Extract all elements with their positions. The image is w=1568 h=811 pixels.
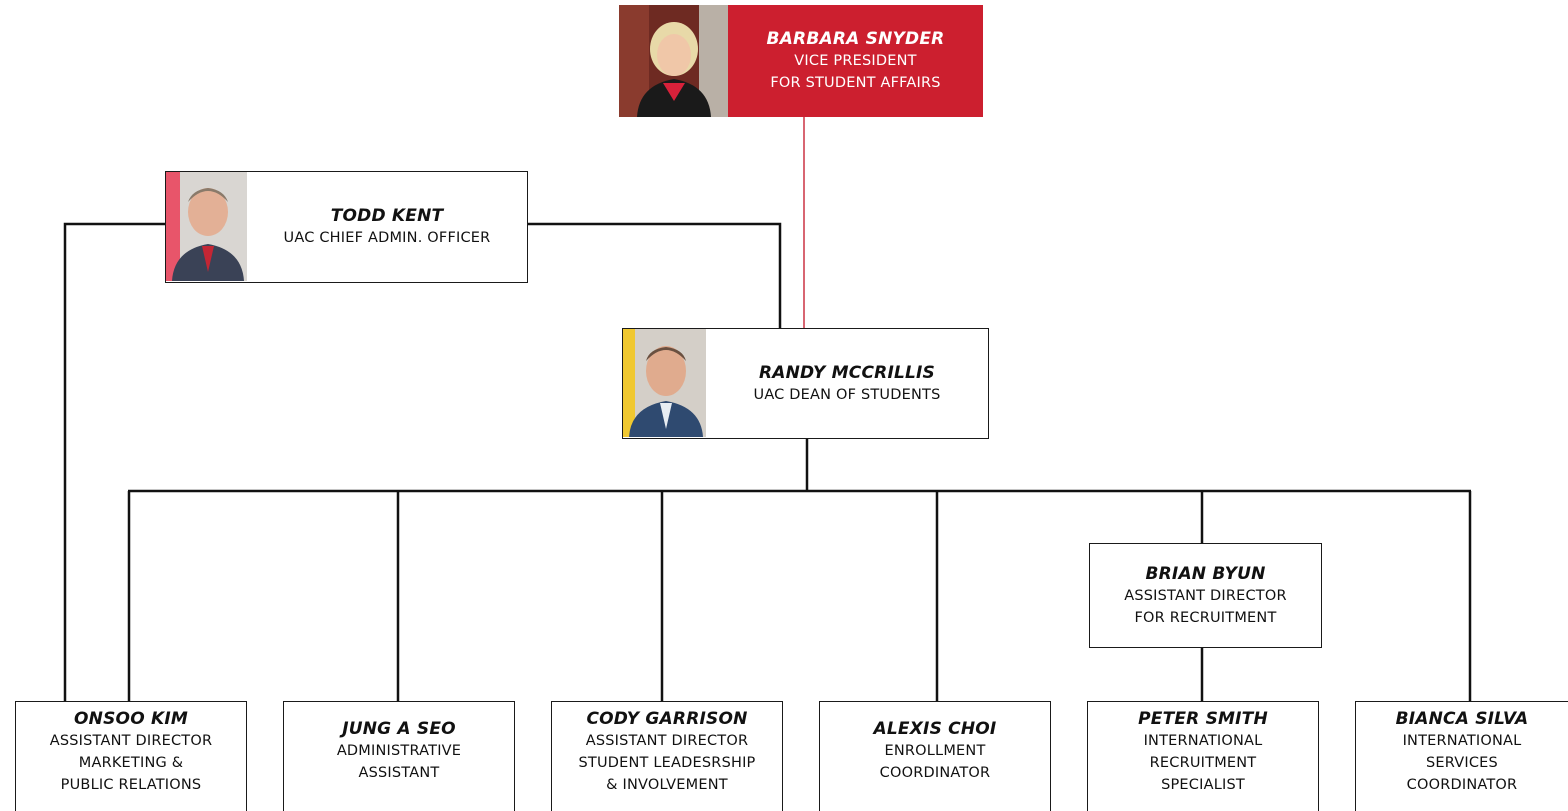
cao-photo bbox=[166, 172, 247, 281]
staff-card-jung: JUNG A SEO ADMINISTRATIVE ASSISTANT bbox=[283, 701, 515, 811]
cao-title: UAC CHIEF ADMIN. OFFICER bbox=[283, 230, 491, 246]
staff-title: ASSISTANT DIRECTOR MARKETING & PUBLIC RE… bbox=[49, 733, 213, 793]
dean-photo bbox=[623, 329, 706, 437]
vp-name: BARBARA SNYDER bbox=[766, 29, 945, 49]
vp-card: BARBARA SNYDER VICE PRESIDENT FOR STUDEN… bbox=[619, 5, 983, 117]
recruit-director-card: BRIAN BYUN ASSISTANT DIRECTOR FOR RECRUI… bbox=[1089, 543, 1322, 648]
staff-name: ALEXIS CHOI bbox=[873, 719, 997, 739]
staff-name: JUNG A SEO bbox=[342, 719, 456, 739]
dean-name: RANDY MCCRILLIS bbox=[758, 362, 935, 383]
staff-name: PETER SMITH bbox=[1138, 709, 1268, 729]
cao-name: TODD KENT bbox=[330, 206, 444, 226]
dean-card: RANDY MCCRILLIS UAC DEAN OF STUDENTS bbox=[622, 328, 989, 439]
staff-title: ADMINISTRATIVE ASSISTANT bbox=[336, 743, 462, 781]
cao-card: TODD KENT UAC CHIEF ADMIN. OFFICER bbox=[165, 171, 528, 283]
staff-card-alexis: ALEXIS CHOI ENROLLMENT COORDINATOR bbox=[819, 701, 1051, 811]
staff-title: INTERNATIONAL RECRUITMENT SPECIALIST bbox=[1143, 733, 1263, 793]
cao-to-dean-line bbox=[528, 222, 782, 328]
staff-name: CODY GARRISON bbox=[586, 709, 748, 729]
dean-title: UAC DEAN OF STUDENTS bbox=[753, 386, 941, 403]
vp-photo bbox=[619, 5, 728, 117]
recruit-director-title: ASSISTANT DIRECTOR FOR RECRUITMENT bbox=[1124, 587, 1287, 626]
staff-title: ASSISTANT DIRECTOR STUDENT LEADESRSHIP &… bbox=[578, 733, 756, 793]
staff-card-bianca: BIANCA SILVA INTERNATIONAL SERVICES COOR… bbox=[1355, 701, 1568, 811]
staff-card-peter: PETER SMITH INTERNATIONAL RECRUITMENT SP… bbox=[1087, 701, 1319, 811]
staff-title: INTERNATIONAL SERVICES COORDINATOR bbox=[1402, 733, 1522, 793]
staff-card-onsoo: ONSOO KIM ASSISTANT DIRECTOR MARKETING &… bbox=[15, 701, 247, 811]
recruit-director-name: BRIAN BYUN bbox=[1145, 563, 1266, 584]
staff-name: BIANCA SILVA bbox=[1395, 709, 1529, 729]
staff-title: ENROLLMENT COORDINATOR bbox=[879, 743, 991, 781]
cao-to-onsoo-line bbox=[63, 222, 165, 701]
staff-name: ONSOO KIM bbox=[74, 709, 188, 729]
vp-title: VICE PRESIDENT FOR STUDENT AFFAIRS bbox=[770, 53, 941, 91]
staff-card-cody: CODY GARRISON ASSISTANT DIRECTOR STUDENT… bbox=[551, 701, 783, 811]
